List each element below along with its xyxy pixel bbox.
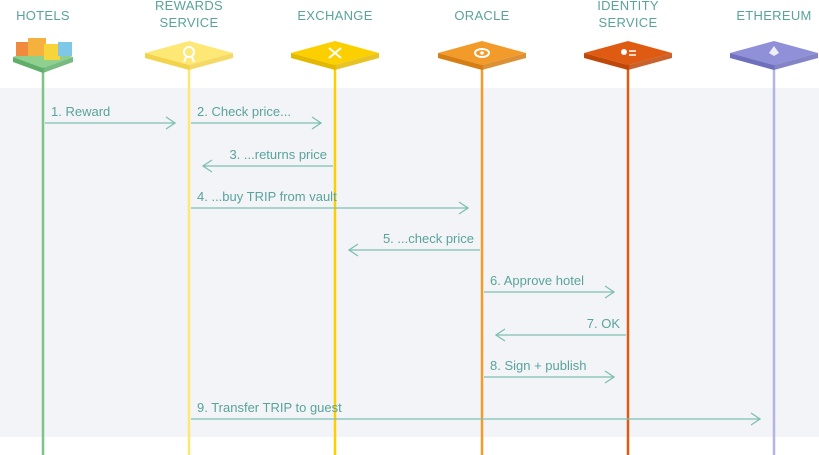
hotel-buildings-icon: [13, 38, 73, 73]
message-arrowhead: [604, 285, 616, 299]
message-arrowhead: [494, 328, 506, 342]
lane-title-identity: IDENTITY SERVICE: [568, 0, 688, 31]
message-arrowhead: [201, 159, 213, 173]
message-label: 6. Approve hotel: [490, 273, 584, 288]
lane-title-line: SERVICE: [598, 15, 658, 30]
lane-title-line: ORACLE: [454, 8, 510, 23]
message-label: 5. ...check price: [382, 231, 474, 246]
identity-id-icon: [584, 41, 672, 70]
lane-title-ethereum: ETHEREUM: [714, 7, 819, 24]
oracle-eye-icon: [438, 41, 526, 70]
message-arrowhead: [165, 116, 177, 130]
message-label: 1. Reward: [51, 104, 111, 119]
lane-title-line: ETHEREUM: [736, 8, 812, 23]
message-label: 2. Check price...: [197, 104, 291, 119]
message-label: 4. ...buy TRIP from vault: [197, 189, 337, 204]
message-arrowhead: [347, 243, 359, 257]
message-arrowhead: [750, 412, 762, 426]
message-label: 8. Sign + publish: [490, 358, 587, 373]
lane-title-line: HOTELS: [16, 8, 70, 23]
lane-title-line: IDENTITY: [597, 0, 659, 13]
lane-title-oracle: ORACLE: [422, 7, 542, 24]
background-band: [0, 88, 819, 437]
ethereum-diamond-icon: [730, 41, 818, 70]
lane-title-line: EXCHANGE: [297, 8, 373, 23]
message-label: 7. OK: [586, 316, 620, 331]
exchange-scissors-icon: [291, 41, 379, 70]
reward-medal-icon: [145, 41, 233, 70]
message-label: 9. Transfer TRIP to guest: [197, 400, 342, 415]
lane-title-line: REWARDS: [154, 0, 224, 13]
message-arrowhead: [311, 116, 323, 130]
lane-title-rewards: REWARDS SERVICE: [129, 0, 249, 31]
lane-title-line: SERVICE: [159, 15, 219, 30]
message-arrowhead: [604, 370, 616, 384]
lane-title-exchange: EXCHANGE: [275, 7, 395, 24]
message-label: 3. ...returns price: [229, 147, 327, 162]
message-arrowhead: [458, 201, 470, 215]
lane-title-hotels: HOTELS: [0, 7, 103, 24]
